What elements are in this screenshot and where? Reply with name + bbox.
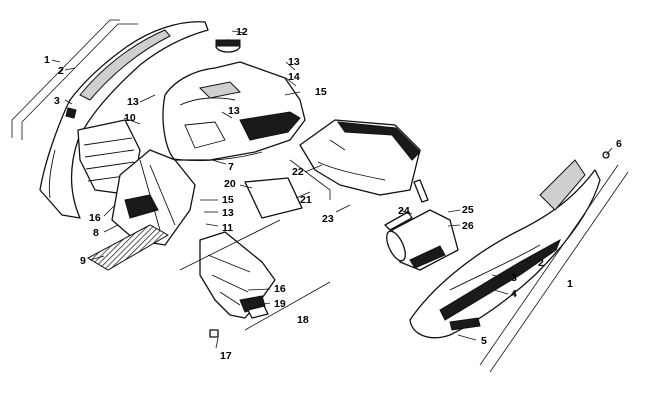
callout-24: 24 xyxy=(398,205,410,217)
console-bracket xyxy=(199,231,276,338)
callout-22: 22 xyxy=(292,166,304,178)
grille-mesh xyxy=(86,224,170,271)
callout-10: 10 xyxy=(124,112,136,124)
callout-13-b: 13 xyxy=(288,56,300,68)
callout-13-c: 13 xyxy=(228,105,240,117)
callout-2-right: 2 xyxy=(538,257,544,269)
callout-3-left: 3 xyxy=(54,95,60,107)
callout-19: 19 xyxy=(274,298,286,310)
callout-9: 9 xyxy=(80,255,86,267)
callout-6: 6 xyxy=(616,138,622,150)
left-side-panel xyxy=(39,21,209,219)
callout-23: 23 xyxy=(322,213,334,225)
callout-14: 14 xyxy=(288,71,300,83)
callout-15-mid: 15 xyxy=(222,194,234,206)
callout-13-a: 13 xyxy=(127,96,139,108)
callout-20: 20 xyxy=(224,178,236,190)
callout-15-top: 15 xyxy=(315,86,327,98)
callout-8: 8 xyxy=(93,227,99,239)
callout-3-right: 3 xyxy=(511,272,517,284)
callout-21: 21 xyxy=(300,194,312,206)
callout-7: 7 xyxy=(228,161,234,173)
nose-cone xyxy=(111,149,196,246)
callout-labels: 1 2 3 13 10 12 13 14 15 13 7 6 22 20 21 … xyxy=(44,26,622,362)
callout-13-d: 13 xyxy=(222,207,234,219)
right-side-panel xyxy=(409,159,601,339)
callout-16-left: 16 xyxy=(89,212,101,224)
callout-5: 5 xyxy=(481,335,487,347)
callout-4: 4 xyxy=(511,288,517,300)
hood-assembly xyxy=(162,39,306,161)
callout-25: 25 xyxy=(462,204,474,216)
callout-17: 17 xyxy=(220,350,232,362)
callout-1-left: 1 xyxy=(44,54,50,66)
filter-canister xyxy=(386,209,459,271)
callout-11: 11 xyxy=(222,222,233,234)
callout-12: 12 xyxy=(236,26,248,38)
leader-lines xyxy=(51,30,613,349)
callout-2-left: 2 xyxy=(58,65,64,77)
callout-18: 18 xyxy=(297,314,309,326)
callout-26: 26 xyxy=(462,220,474,232)
callout-1-right: 1 xyxy=(567,278,573,290)
bracket-lines xyxy=(11,19,629,373)
windshield xyxy=(244,177,303,219)
belly-pan xyxy=(299,119,429,231)
callout-16-bottom: 16 xyxy=(274,283,286,295)
